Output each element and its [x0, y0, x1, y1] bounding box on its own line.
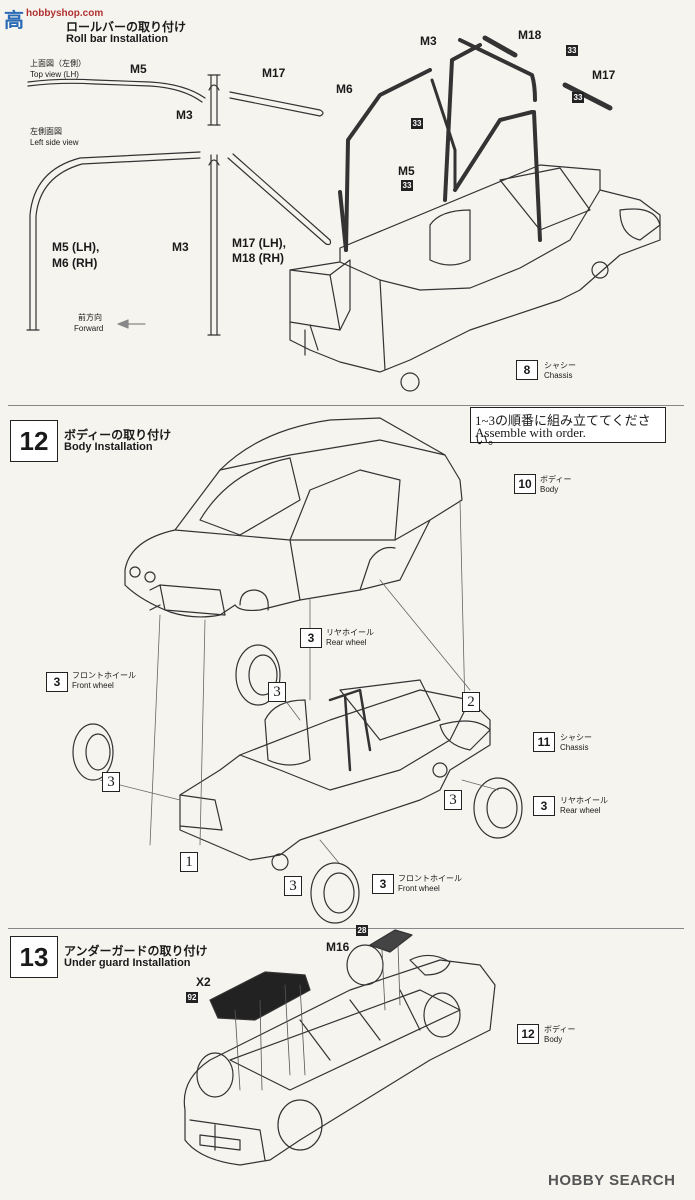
- side-view-bar-m5: [26, 151, 201, 331]
- side-view-bar-m3: [207, 154, 221, 336]
- part-tag-92: 92: [186, 992, 198, 1003]
- label-m16: M16: [326, 940, 350, 954]
- order-marker-3: 3: [284, 876, 302, 896]
- step13-body-jp: ボディー: [544, 1025, 576, 1034]
- under-guard-m16: [369, 929, 413, 953]
- step12-guide-lines: [99, 499, 499, 864]
- left-view-label-en: Left side view: [30, 138, 79, 147]
- label-m3-car: M3: [420, 34, 437, 48]
- section-divider: [8, 928, 684, 929]
- section-divider: [8, 405, 684, 406]
- top-view-label-en: Top view (LH): [30, 70, 79, 79]
- label-m5-top: M5: [130, 62, 147, 76]
- top-view-bar-m5: [27, 78, 206, 103]
- car-underside: [183, 944, 496, 1166]
- order-marker-3: 3: [444, 790, 462, 810]
- rear-wheel-label-jp-2: リヤホイール: [560, 796, 608, 805]
- step12-wheels: [72, 644, 523, 924]
- rear-wheel-label-jp: リヤホイール: [326, 628, 374, 637]
- front-wheel-label-en: Front wheel: [72, 681, 114, 690]
- step13-title-jp: アンダーガードの取り付け: [64, 944, 208, 958]
- front-wheel-label-jp-2: フロントホイール: [398, 874, 462, 883]
- order-marker-3: 3: [268, 682, 286, 702]
- step12-title-en: Body Installation: [64, 441, 153, 453]
- site-logo: 高: [4, 10, 24, 32]
- top-view-bar-m17: [229, 91, 324, 117]
- step12-title-jp: ボディーの取り付け: [64, 428, 172, 442]
- label-m6-car: M6: [336, 82, 353, 96]
- body-label-jp: ボディー: [540, 475, 572, 484]
- chassis-label-jp: シャシー: [544, 361, 576, 370]
- part-tag-33: 33: [566, 45, 578, 56]
- note-jp: 1~3の順番に組み立ててください。: [475, 413, 651, 447]
- label-x2: X2: [196, 975, 211, 989]
- step13-title-en: Under guard Installation: [64, 957, 191, 969]
- hobby-search-watermark: HOBBY SEARCH: [548, 1172, 676, 1189]
- step11-title-en: Roll bar Installation: [66, 33, 169, 45]
- forward-label-en: Forward: [74, 324, 104, 333]
- part-tag-28: 28: [356, 925, 368, 936]
- step12-chassis: [179, 679, 491, 871]
- chassis-ref-number: 8: [516, 360, 538, 380]
- chassis-with-rollbar: [289, 35, 661, 392]
- step12-number: 12: [10, 420, 58, 462]
- label-m6-rh: M6 (RH): [52, 256, 98, 270]
- front-wheel-label-jp: フロントホイール: [72, 671, 136, 680]
- part-tag-33: 33: [411, 118, 423, 129]
- car-body: [124, 417, 463, 618]
- side-view-bar-m17: [227, 153, 332, 246]
- step13-body-ref: 12: [517, 1024, 539, 1044]
- forward-label-jp: 前方向: [78, 313, 102, 322]
- front-wheel-ref-2: 3: [372, 874, 394, 894]
- front-wheel-ref: 3: [46, 672, 68, 692]
- label-m17-lh: M17 (LH),: [232, 236, 286, 250]
- step13-guide-lines: [234, 944, 401, 1091]
- label-m18-rh: M18 (RH): [232, 251, 285, 265]
- label-m18-car: M18: [518, 28, 542, 42]
- body-label-en: Body: [540, 485, 559, 494]
- left-view-label-jp: 左側面図: [30, 127, 62, 136]
- rear-wheel-ref-2: 3: [533, 796, 555, 816]
- step12-chassis-jp: シャシー: [560, 733, 592, 742]
- order-marker-1: 1: [180, 852, 198, 872]
- step12-chassis-en: Chassis: [560, 743, 589, 752]
- part-tag-33: 33: [572, 92, 584, 103]
- label-m3-top: M3: [176, 108, 193, 122]
- order-marker-2: 2: [462, 692, 480, 712]
- step12-chassis-ref: 11: [533, 732, 555, 752]
- note-en: Assemble with order.: [475, 425, 586, 440]
- label-m3-side: M3: [172, 240, 189, 254]
- top-view-label-jp: 上面図（左側）: [30, 59, 86, 68]
- site-logo-sub: hobbyshop.com: [26, 8, 104, 19]
- rear-wheel-ref: 3: [300, 628, 322, 648]
- step13-number: 13: [10, 936, 58, 978]
- label-m5-lh: M5 (LH),: [52, 240, 100, 254]
- label-m17-top: M17: [262, 66, 286, 80]
- chassis-label-en: Chassis: [544, 371, 573, 380]
- part-tag-33: 33: [401, 180, 413, 191]
- assembly-order-note: 1~3の順番に組み立ててください。 Assemble with order.: [470, 407, 666, 447]
- rear-wheel-label-en: Rear wheel: [326, 638, 367, 647]
- step11-title-jp: ロールバーの取り付け: [66, 20, 187, 34]
- forward-arrow: [117, 319, 146, 329]
- step13-body-en: Body: [544, 1035, 563, 1044]
- front-wheel-label-en-2: Front wheel: [398, 884, 440, 893]
- top-view-bar-m3: [207, 74, 221, 126]
- label-m5-car: M5: [398, 164, 415, 178]
- order-marker-3: 3: [102, 772, 120, 792]
- rear-wheel-label-en-2: Rear wheel: [560, 806, 601, 815]
- label-m17-car: M17: [592, 68, 616, 82]
- under-guard-x2: [209, 971, 311, 1021]
- body-ref-number: 10: [514, 474, 536, 494]
